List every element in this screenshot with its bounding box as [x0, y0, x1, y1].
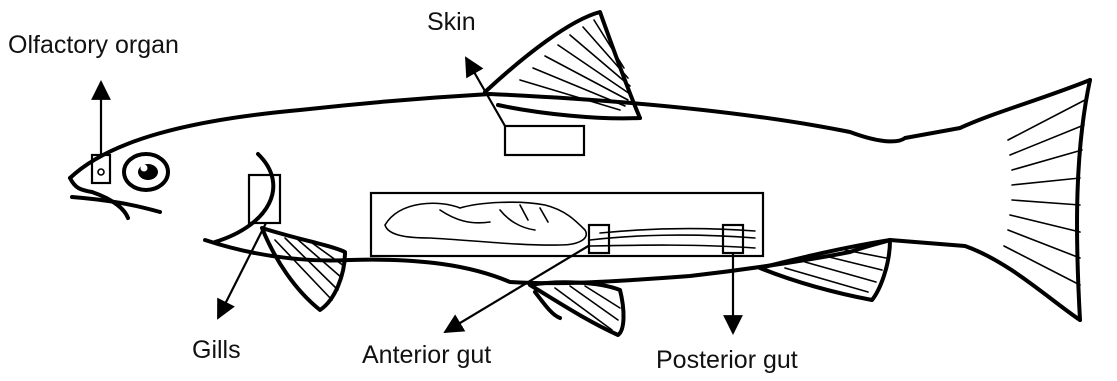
anterior-gut-arrow [445, 245, 590, 332]
dorsal-fin [485, 12, 640, 118]
skin-sample-box [505, 126, 584, 155]
olfactory-label: Olfactory organ [8, 31, 179, 59]
anal-fin [760, 240, 890, 300]
gills-sample-box [249, 175, 280, 223]
gills-label: Gills [192, 336, 241, 364]
skin-label: Skin [427, 8, 476, 36]
fish-eye [124, 154, 168, 190]
pectoral-fin [262, 228, 345, 310]
skin-arrow [466, 58, 505, 126]
anterior-gut-label: Anterior gut [362, 341, 491, 369]
gut-inset [371, 193, 763, 256]
tail-fin [1004, 100, 1085, 285]
posterior-gut-label: Posterior gut [656, 346, 798, 374]
pelvic-fin [530, 282, 624, 335]
